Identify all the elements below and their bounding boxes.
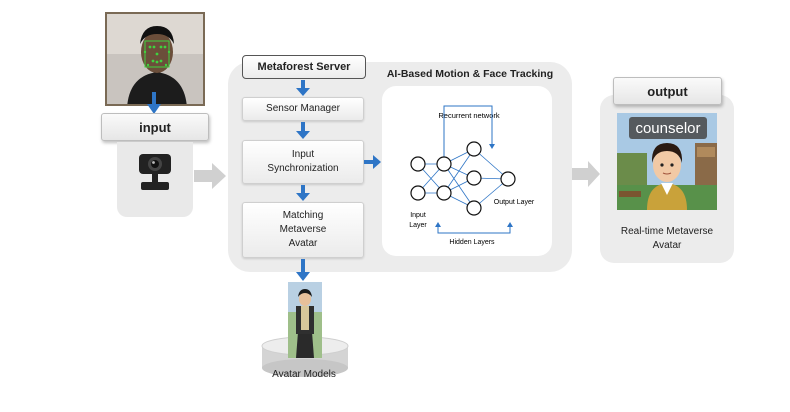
sensor-manager-box: Sensor Manager	[242, 97, 364, 121]
matching-line2: Metaverse	[279, 224, 327, 235]
ai-tracking-title: AI-Based Motion & Face Tracking	[386, 68, 554, 80]
output-caption-line2: Avatar	[652, 240, 682, 251]
hidden-layers-label: Hidden Layers	[449, 239, 495, 246]
input-sync-line1: Input	[291, 149, 315, 160]
webcam-icon	[139, 154, 171, 190]
avatar-models-database	[261, 282, 349, 377]
input-layer-line2: Layer	[409, 222, 427, 229]
output-caption-line1: Real-time Metaverse	[620, 226, 714, 237]
matching-avatar-box: Matching Metaverse Avatar	[242, 202, 364, 258]
server-title: Metaforest Server	[242, 55, 366, 79]
recurrent-network-label: Recurrent network	[438, 111, 500, 120]
avatar-model-figure	[288, 282, 322, 358]
input-layer-line1: Input	[410, 212, 426, 219]
down-arrow-icon	[147, 92, 161, 114]
webcam-face-image	[105, 12, 205, 106]
output-layer-label: Output Layer	[494, 199, 535, 206]
output-caption: Real-time Metaverse Avatar	[605, 225, 729, 253]
down-arrow-icon	[296, 259, 310, 281]
down-arrow-icon	[296, 122, 310, 139]
matching-line3: Avatar	[288, 238, 318, 249]
down-arrow-icon	[296, 185, 310, 201]
right-arrow-icon	[364, 155, 381, 169]
input-label: input	[101, 113, 209, 141]
down-arrow-icon	[296, 80, 310, 96]
neural-network-diagram: Recurrent network Input Layer Output Lay…	[409, 105, 535, 246]
input-device-panel	[117, 142, 193, 217]
input-sync-line2: Synchronization	[267, 163, 339, 174]
output-label: output	[613, 77, 722, 105]
matching-line1: Matching	[282, 210, 324, 221]
counselor-overlay: counselor	[629, 117, 707, 139]
input-sync-box: Input Synchronization	[242, 140, 364, 184]
sensor-manager-label: Sensor Manager	[266, 103, 340, 114]
input-to-server-arrow	[194, 163, 226, 189]
neural-network-panel: Recurrent network Input Layer Output Lay…	[382, 86, 552, 256]
server-to-output-arrow	[572, 161, 600, 187]
avatar-models-label: Avatar Models	[272, 369, 336, 380]
